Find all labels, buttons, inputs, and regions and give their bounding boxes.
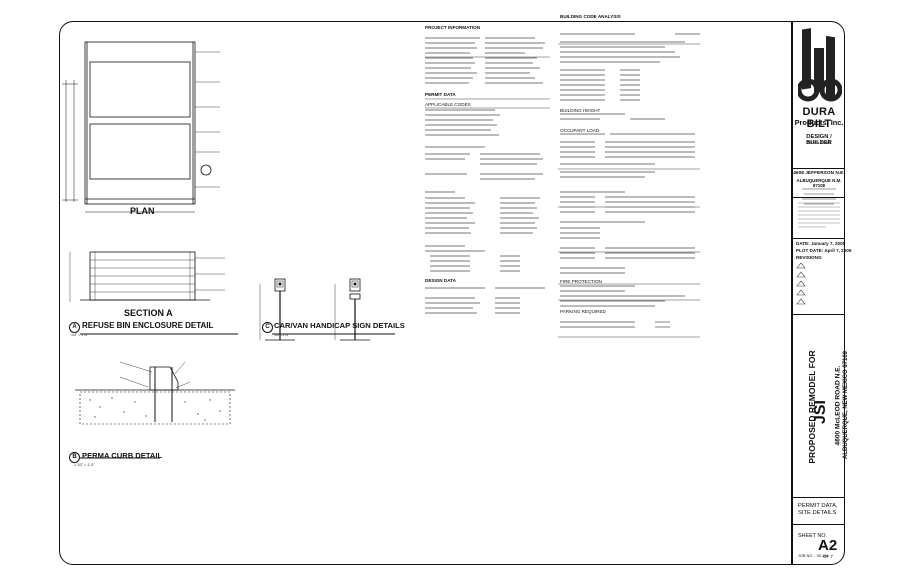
tb-rule [793,238,845,239]
client-name: JSI [812,400,829,425]
tb-rule [793,314,845,315]
tb-rule [793,497,845,498]
company-address-2: ALBUQUERQUE N.M. 87109 [796,178,842,188]
project-info-heading: PROJECT INFORMATION [425,25,481,30]
company-name: DURA BILT [802,106,836,130]
carvan-detail-title: CAR/VAN HANDICAP SIGN DETAILS [274,321,405,330]
detail-linework [62,41,700,459]
design-data-heading: DESIGN DATA [425,278,456,283]
copyright-fine-print [798,202,840,228]
revision-triangles [796,262,806,305]
plan-enclosure-outline [84,41,196,205]
company-tagline: DESIGN / BUILDER [806,134,832,146]
revisions-label: REVISIONS: [796,255,823,260]
building-height-heading: BUILDING HEIGHT [560,108,601,113]
section-a-label: SECTION A [124,308,173,318]
curb-detail-title: PERMA CURB DETAIL [82,451,163,460]
drawing-sheet-border [59,21,845,565]
permit-data-heading: PERMIT DATA [425,92,456,97]
detail-marker-b: B [69,452,80,463]
sheet-of: OF 7 [823,554,833,559]
van-sign-panel [349,278,361,292]
curb-detail-scale: 1 1/2" = 1'-0" [74,463,95,467]
detail-marker-a: A [69,322,80,333]
company-address-1: 4608 JEFFERSON N.E. [793,171,845,176]
building-code-heading: BUILDING CODE ANALYSIS [560,14,621,19]
sheet-desc-1: PERMIT DATA, [798,503,838,509]
company-subtitle: Products, Inc. [794,118,844,127]
occupant-load-heading: OCCUPANT LOAD [560,128,600,133]
title-block-divider [791,21,793,565]
curb-profile [149,366,179,391]
site-address-2: ALBUQUERQUE, NEW MEXICO 87109 [843,350,849,460]
date-field: DATE: January 7, 2005 [796,241,846,246]
fire-protection-heading: FIRE PROTECTION [560,279,602,284]
detail-marker-c: C [262,322,273,333]
curb-base-fill [79,391,231,425]
fine-print-blocks [425,33,700,328]
parking-required-heading: PARKING REQUIRED [560,309,606,314]
contact-fine-print [802,188,836,205]
plan-label: PLAN [130,206,155,216]
tb-rule [793,197,845,198]
tb-rule [793,524,845,525]
job-number: JOB NO. - 05-104 [798,554,829,558]
sheet-desc-2: SITE DETAILS [798,510,837,516]
refuse-detail-scale: 1/4" = 1'-0" [71,333,89,337]
refuse-detail-title: REFUSE BIN ENCLOSURE DETAIL [82,321,214,330]
applicable-codes-heading: APPLICABLE CODES [425,102,471,107]
company-since: Since 1950 [806,141,831,146]
sheet-no-label: SHEET NO. [798,533,827,539]
tb-rule [793,168,845,169]
company-logo [798,28,842,102]
sheet-number: A2 [818,537,838,554]
site-address-1: 4600 McLEOD ROAD N.E. [834,365,842,446]
carvan-detail-scale: 1/2"=1'-0" [274,333,290,337]
plot-date-field: PLOT DATE: April 7, 2005 [796,248,852,253]
